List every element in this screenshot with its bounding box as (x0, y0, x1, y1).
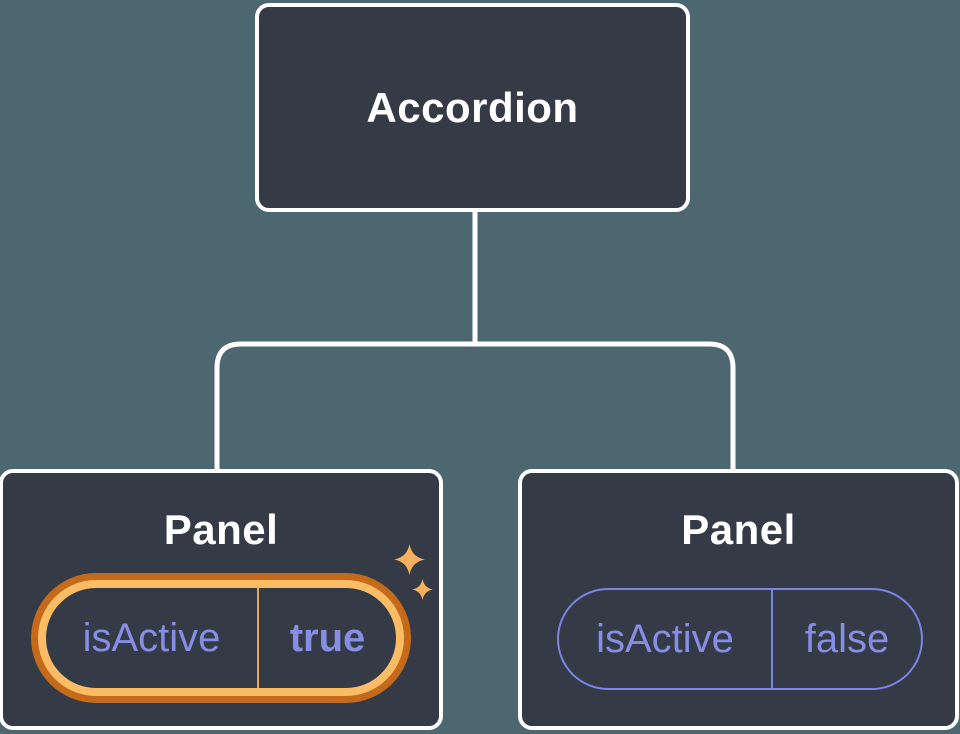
state-name-cell: isActive (46, 588, 257, 688)
panel-inactive-label: Panel (681, 506, 796, 553)
pill-divider (257, 588, 259, 688)
accordion-node-label: Accordion (366, 83, 579, 131)
state-value-label: false (804, 617, 890, 661)
panel-node-inactive: Panel isActive false (518, 469, 959, 730)
state-value-label: true (289, 616, 366, 660)
pill-divider (771, 590, 773, 688)
panel-active-label: Panel (163, 506, 279, 553)
state-name-label: isActive (596, 617, 734, 661)
state-name-label: isActive (82, 616, 221, 660)
state-value-cell: true (259, 588, 396, 688)
connector-branch (214, 341, 736, 469)
panel-node-active: Panel isActive true (0, 469, 443, 730)
state-value-cell: false (773, 590, 921, 688)
accordion-node: Accordion (255, 3, 690, 212)
state-pill-active: isActive true (38, 580, 404, 696)
state-name-cell: isActive (559, 590, 771, 688)
state-pill-inactive: isActive false (557, 588, 923, 690)
